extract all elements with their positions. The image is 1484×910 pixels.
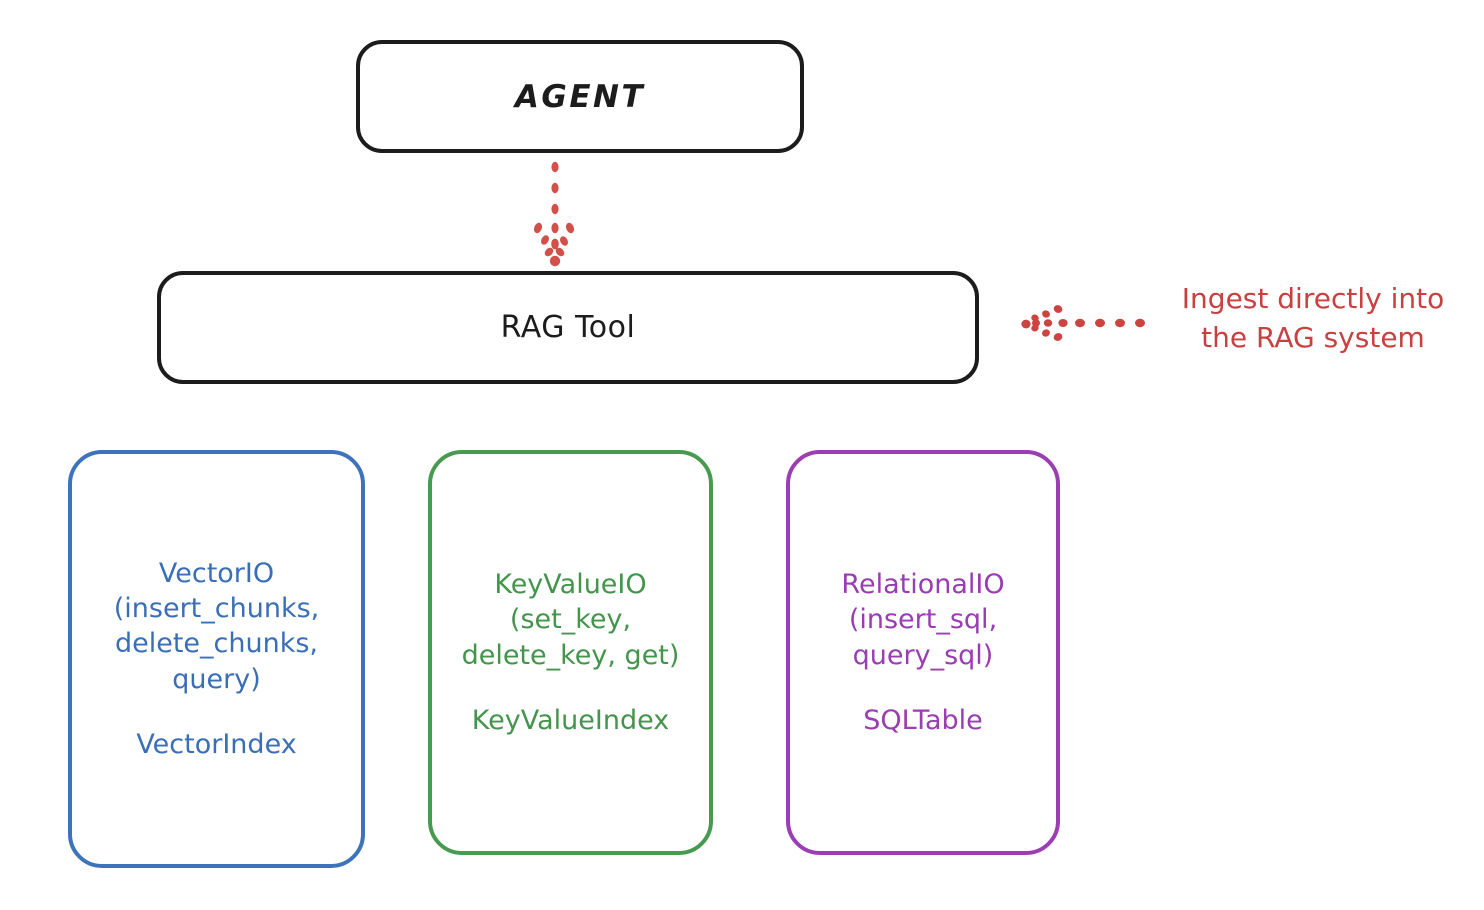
node-agent-label: AGENT xyxy=(514,78,646,115)
node-rag-tool[interactable]: RAG Tool xyxy=(157,271,979,384)
node-vector-io-api: VectorIO (insert_chunks, delete_chunks, … xyxy=(113,558,320,695)
node-relational-io-api: RelationalIO (insert_sql, query_sql) xyxy=(841,569,1005,671)
node-vector-io[interactable]: VectorIO (insert_chunks, delete_chunks, … xyxy=(68,450,365,868)
node-vector-io-index: VectorIndex xyxy=(136,728,297,760)
node-agent[interactable]: AGENT xyxy=(356,40,804,153)
edge-ingest-arrow xyxy=(1021,305,1145,341)
node-key-value-io[interactable]: KeyValueIO (set_key, delete_key, get) Ke… xyxy=(428,450,713,855)
node-relational-io[interactable]: RelationalIO (insert_sql, query_sql) SQL… xyxy=(786,450,1060,855)
node-rag-tool-label: RAG Tool xyxy=(500,310,636,345)
annotation-ingest-directly: Ingest directly into the RAG system xyxy=(1181,282,1445,354)
edge-agent-to-rag-tool-arrow xyxy=(533,161,575,267)
node-relational-io-index: SQLTable xyxy=(863,704,983,736)
node-key-value-io-index: KeyValueIndex xyxy=(471,704,670,736)
node-key-value-io-api: KeyValueIO (set_key, delete_key, get) xyxy=(461,569,680,671)
